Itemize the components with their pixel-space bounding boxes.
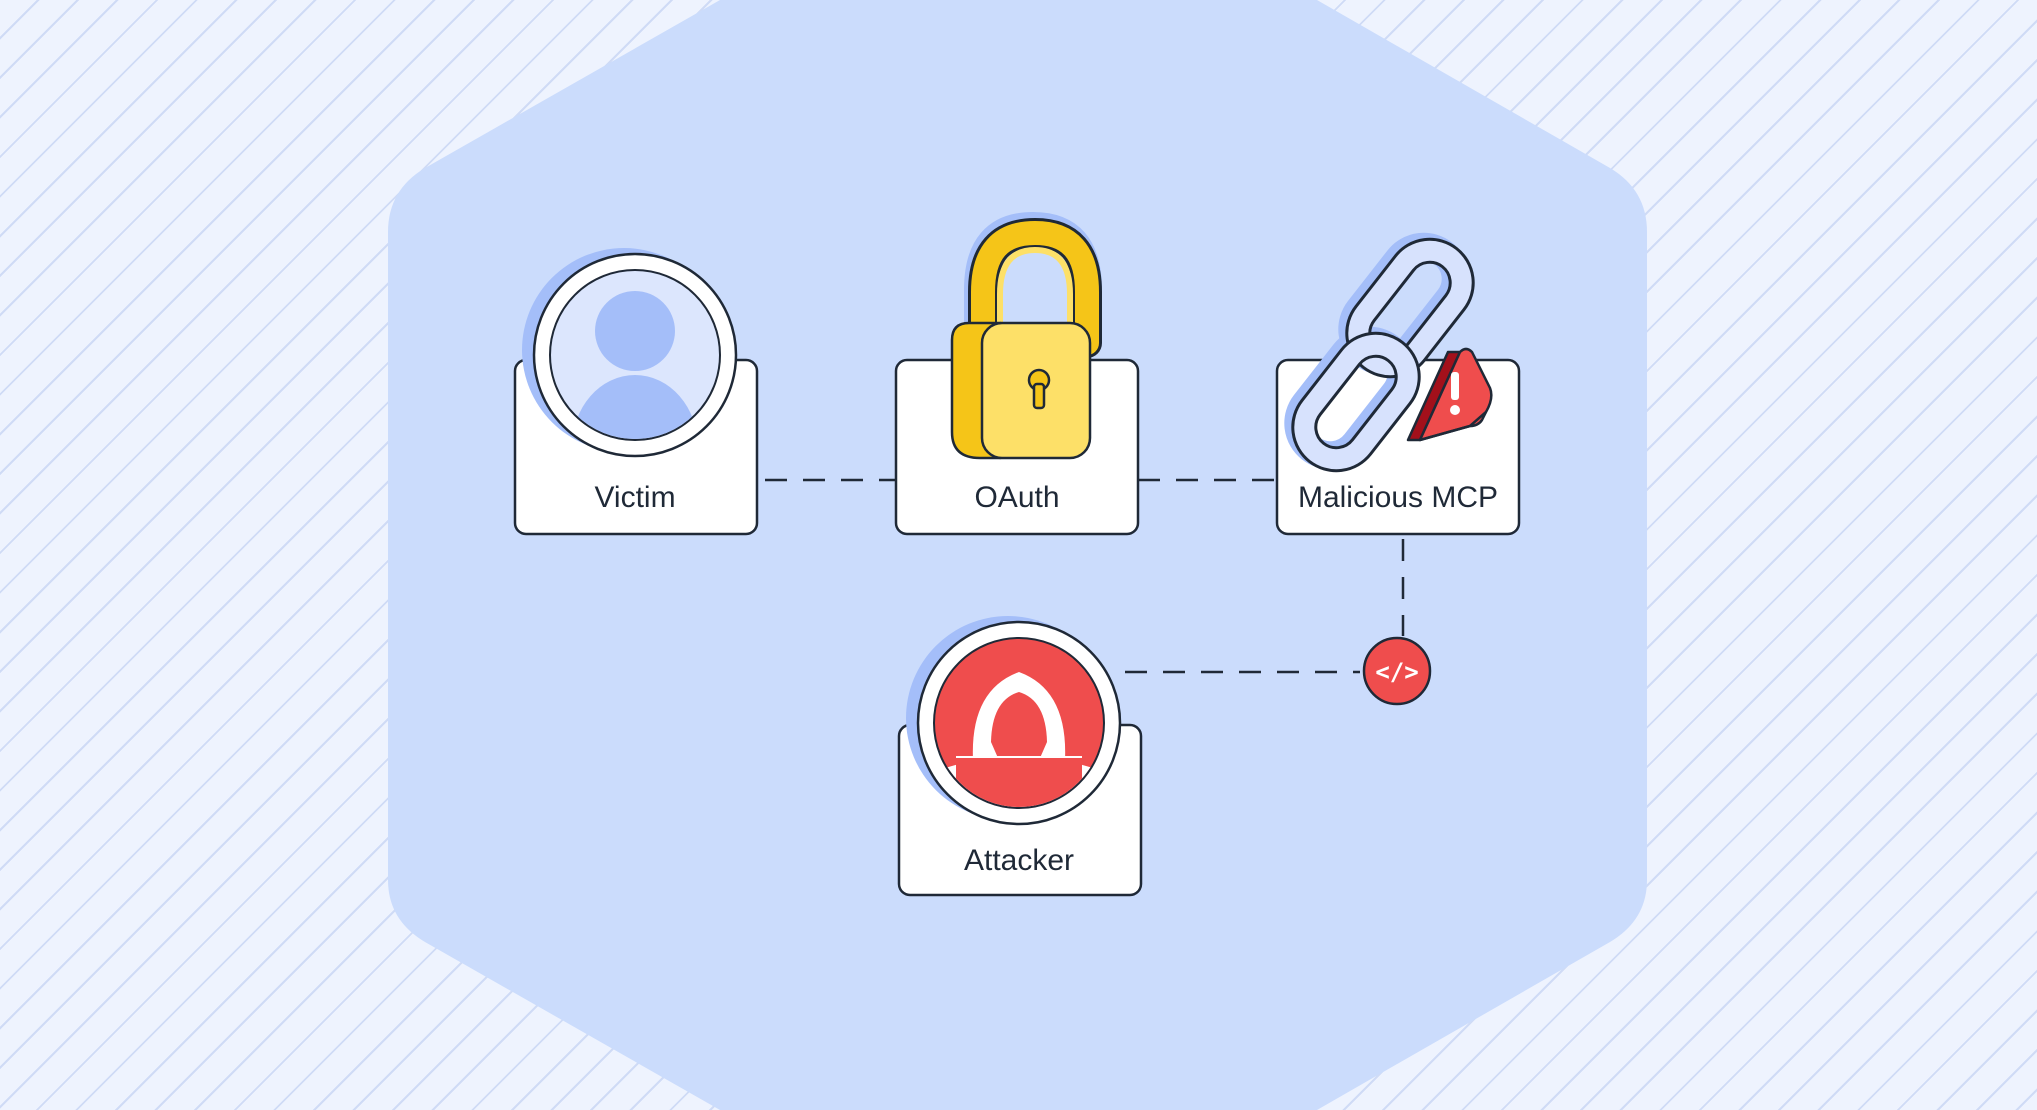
malicious-mcp-label: Malicious MCP: [1298, 481, 1498, 514]
user-avatar-icon: [522, 248, 738, 458]
background-hexagon: [388, 0, 1647, 1110]
malicious-mcp-node[interactable]: Malicious MCP: [1275, 232, 1521, 536]
attacker-label: Attacker: [964, 844, 1074, 877]
padlock-icon: [950, 211, 1102, 460]
victim-node[interactable]: Victim: [513, 248, 759, 536]
victim-label: Victim: [594, 481, 675, 514]
oauth-label: OAuth: [974, 481, 1059, 514]
code-badge[interactable]: </>: [1362, 636, 1432, 706]
connectors: [765, 478, 1405, 674]
attacker-node[interactable]: Attacker: [897, 616, 1143, 897]
oauth-node[interactable]: OAuth: [894, 211, 1140, 536]
broken-chain-link-icon: [1284, 232, 1475, 473]
code-brackets-icon: </>: [1375, 658, 1418, 686]
hooded-hacker-icon: [906, 616, 1122, 826]
warning-triangle-icon: [1406, 347, 1493, 442]
